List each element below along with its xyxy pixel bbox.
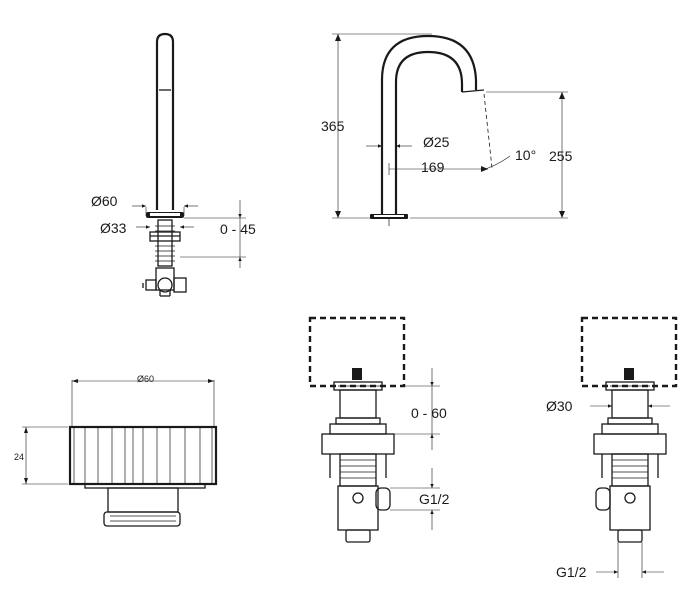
spout-front-outer [380,34,478,214]
front-angle-label: 10° [515,147,536,163]
front-dia-pipe-label: Ø25 [423,134,450,150]
side-view: Ø60 Ø33 0 - 45 [91,32,256,297]
worktop-outline-b [580,316,678,388]
install-view-a: 0 - 60 G1/2 [308,316,450,543]
flange-view: Ø60 24 [14,374,218,527]
spout-side-body [155,32,175,210]
install-b-thread-label: G1/2 [556,564,587,580]
install-a-range-label: 0 - 60 [411,405,447,421]
side-dia-nut-label: Ø33 [100,220,127,236]
install-a-thread-label: G1/2 [419,491,450,507]
outlet-connector-a [375,487,391,511]
front-view: 365 Ø25 169 10° 255 [321,33,573,226]
side-adjust-range-label: 0 - 45 [220,221,256,237]
flange-height-label: 24 [14,452,24,462]
install-b-diameter-label: Ø30 [546,398,573,414]
install-view-b: Ø30 G1/2 [546,316,678,580]
front-outlet-height-label: 255 [549,148,573,164]
outlet-connector-b [595,487,611,511]
worktop-outline-a [308,316,406,388]
spout-front-inner [394,50,464,214]
side-dia-base-label: Ø60 [91,193,118,209]
flange-diameter-label: Ø60 [137,374,154,384]
front-reach-label: 169 [421,159,445,175]
front-total-height-label: 365 [321,118,345,134]
